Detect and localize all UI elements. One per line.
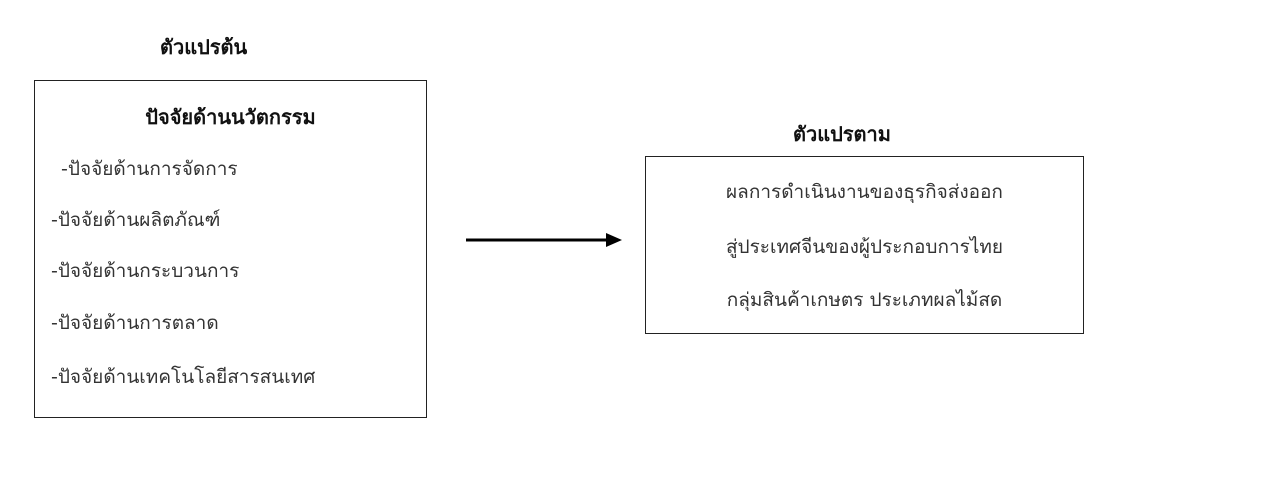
factor-item: -ปัจจัยด้านเทคโนโลยีสารสนเทศ [51, 366, 316, 388]
factor-item: -ปัจจัยด้านการตลาด [51, 312, 219, 334]
factor-item: -ปัจจัยด้านการจัดการ [55, 158, 238, 180]
independent-variable-box: ปัจจัยด้านนวัตกรรม -ปัจจัยด้านการจัดการ … [34, 80, 427, 418]
dependent-line: สู่ประเทศจีนของผู้ประกอบการไทย [725, 236, 1004, 258]
independent-box-title: ปัจจัยด้านนวัตกรรม [145, 105, 316, 129]
dependent-line: กลุ่มสินค้าเกษตร ประเภทผลไม้สด [726, 289, 1003, 311]
dependent-line: ผลการดำเนินงานของธุรกิจส่งออก [726, 181, 1003, 203]
independent-variable-heading: ตัวแปรต้น [160, 35, 248, 59]
factor-item: -ปัจจัยด้านกระบวนการ [51, 260, 240, 282]
dependent-variable-heading: ตัวแปรตาม [793, 122, 891, 146]
arrow-icon [466, 233, 622, 247]
factor-item: -ปัจจัยด้านผลิตภัณฑ์ [51, 209, 221, 231]
dependent-variable-box: ผลการดำเนินงานของธุรกิจส่งออก สู่ประเทศจ… [645, 156, 1084, 334]
